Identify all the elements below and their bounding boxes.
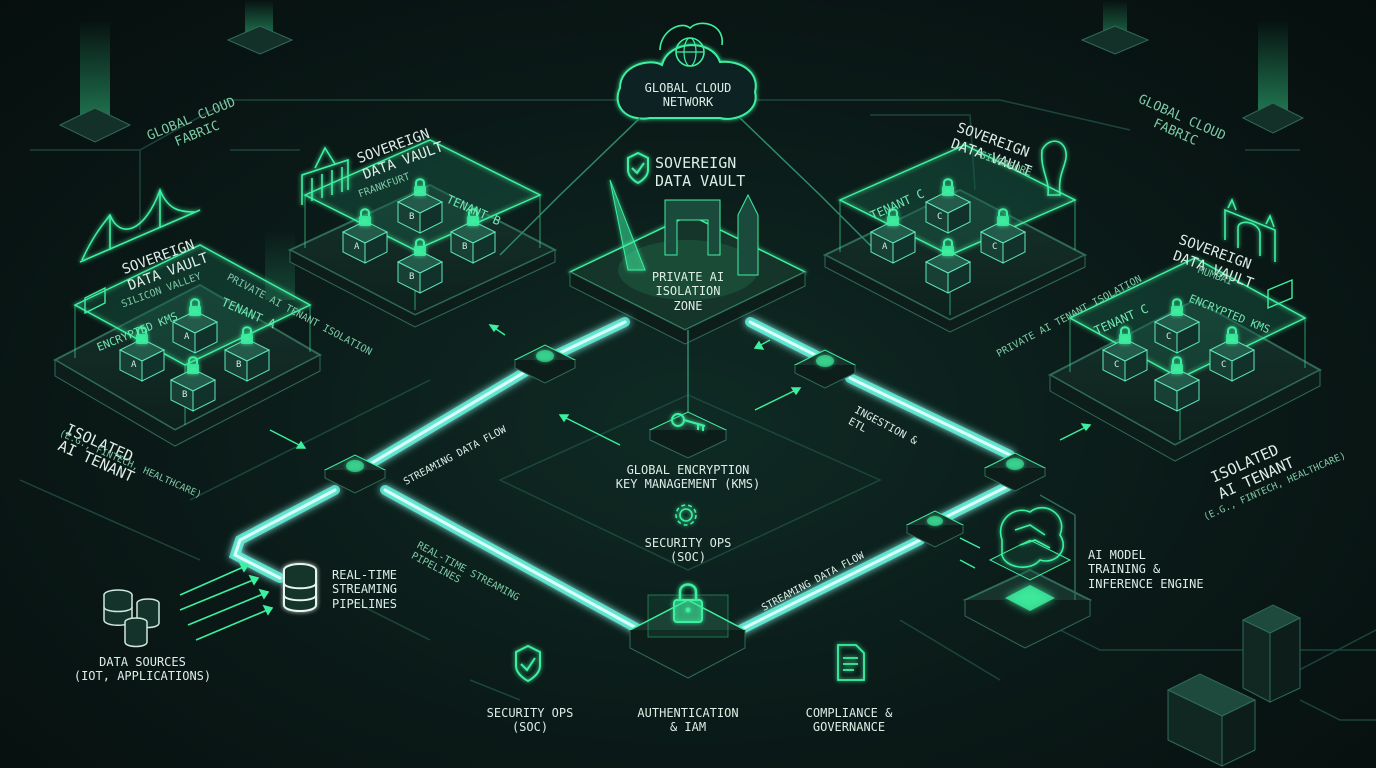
vault-box-letter: B	[236, 360, 241, 370]
vault-box: B	[449, 208, 497, 264]
silicon-valley-vault-platform	[52, 244, 323, 447]
vault-box	[924, 238, 972, 294]
vault-box: C	[979, 208, 1027, 264]
lock-icon	[414, 238, 426, 256]
cloud-lines	[499, 117, 881, 420]
junction-bottom-right	[905, 510, 965, 548]
lock-icon	[942, 238, 954, 256]
ai-platform-lines	[1039, 494, 1076, 600]
merlion-icon	[1040, 140, 1067, 196]
vault-box: B	[169, 356, 217, 412]
document-icon	[837, 644, 865, 681]
lock-icon	[997, 208, 1009, 226]
corner-pedestals	[58, 25, 1305, 143]
data-sources-label: DATA SOURCES (IoT, APPLICATIONS)	[73, 655, 212, 684]
vault-box: C	[1208, 326, 1256, 382]
vault-box-letter: C	[1114, 360, 1119, 370]
golden-gate-bridge-icon	[79, 187, 201, 263]
corner-blocks	[1166, 604, 1302, 767]
junction-right	[983, 452, 1047, 492]
vault-box: A	[869, 208, 917, 264]
lock-icon	[241, 326, 253, 344]
vault-box-letter: A	[354, 242, 360, 252]
vault-box: C	[1153, 298, 1201, 354]
shield-icon-bottom	[515, 644, 541, 683]
isolation-zone-label: PRIVATE AI ISOLATION ZONE	[651, 270, 725, 313]
lock-icon	[887, 208, 899, 226]
soc-center-label: SECURITY OPS (SOC)	[644, 536, 732, 565]
cloud-network-label: GLOBAL CLOUD NETWORK	[644, 81, 732, 110]
vault-box-letter: A	[184, 332, 190, 342]
lock-icon	[1171, 356, 1183, 374]
lock-icon	[136, 326, 148, 344]
pipelines-label: REAL-TIME STREAMING PIPELINES	[332, 568, 398, 611]
lock-icon	[189, 298, 201, 316]
lock-icon	[1226, 326, 1238, 344]
vault-box: C	[924, 178, 972, 234]
connection-arrows	[269, 324, 1092, 569]
vault-box: B	[223, 326, 271, 382]
compliance-label: COMPLIANCE & GOVERNANCE	[805, 706, 893, 735]
junction-top-right	[793, 349, 857, 389]
vault-box: C	[1101, 326, 1149, 382]
lock-icon	[1119, 326, 1131, 344]
vault-box-letter: C	[992, 242, 997, 252]
vault-box-letter: B	[182, 390, 187, 400]
ai-model-platform	[962, 506, 1093, 649]
vault-box-letter: C	[1221, 360, 1226, 370]
kms-label: GLOBAL ENCRYPTION KEY MANAGEMENT (KMS)	[615, 463, 761, 492]
vault-box-letter: C	[937, 212, 942, 222]
vault-box-letter: B	[409, 272, 414, 282]
ai-model-label: AI MODEL TRAINING & INFERENCE ENGINE	[1088, 548, 1204, 591]
vault-box-letter: B	[409, 212, 414, 222]
database-icons	[103, 589, 160, 648]
shield-icon-center	[627, 151, 649, 185]
tenant-boxes: A B B B A A B B A C C C C C	[118, 178, 1256, 412]
pipeline-db-icon	[283, 563, 317, 612]
junction-top-left	[513, 344, 577, 384]
gear-icon	[675, 504, 697, 526]
server-icon-left	[84, 286, 106, 315]
auth-iam-label: AUTHENTICATION & IAM	[637, 706, 739, 735]
frankfurt-vault-platform	[287, 139, 558, 328]
lock-icon	[942, 178, 954, 196]
lock-icon	[359, 208, 371, 226]
vault-box: A	[341, 208, 389, 264]
center-vault-title: SOVEREIGN DATA VAULT	[655, 154, 746, 190]
kms-key-platform	[648, 411, 728, 459]
lock-icon	[187, 356, 199, 374]
private-ai-zone-platform	[568, 179, 807, 345]
vault-box-letter: B	[462, 242, 467, 252]
vault-box-letter: A	[882, 242, 888, 252]
cloud-network-node	[616, 22, 757, 120]
key-icon	[671, 413, 706, 431]
lock-icon	[1171, 298, 1183, 316]
lock-icon	[414, 178, 426, 196]
data-source-arrows	[179, 561, 274, 641]
vault-box: A	[171, 298, 219, 354]
vault-box: A	[118, 326, 166, 382]
lock-icon-center	[673, 583, 703, 623]
vault-box	[1153, 356, 1201, 412]
gateway-of-india-icon	[1224, 198, 1276, 262]
soc-bottom-label: SECURITY OPS (SOC)	[486, 706, 574, 735]
lock-icon	[467, 208, 479, 226]
server-icon-right	[1267, 278, 1293, 310]
brain-icon	[999, 506, 1064, 568]
streaming-pipes	[228, 317, 1015, 635]
junction-left	[323, 454, 387, 494]
vault-box-letter: C	[1166, 332, 1171, 342]
security-lock-platform	[628, 583, 747, 679]
mumbai-vault-platform	[1047, 257, 1323, 462]
vault-box: B	[396, 178, 444, 234]
brandenburg-gate-icon	[301, 146, 349, 205]
db-icon-3	[124, 617, 148, 648]
junction-nodes	[323, 344, 1047, 548]
vault-box-letter: A	[131, 360, 137, 370]
vault-box: B	[396, 238, 444, 294]
